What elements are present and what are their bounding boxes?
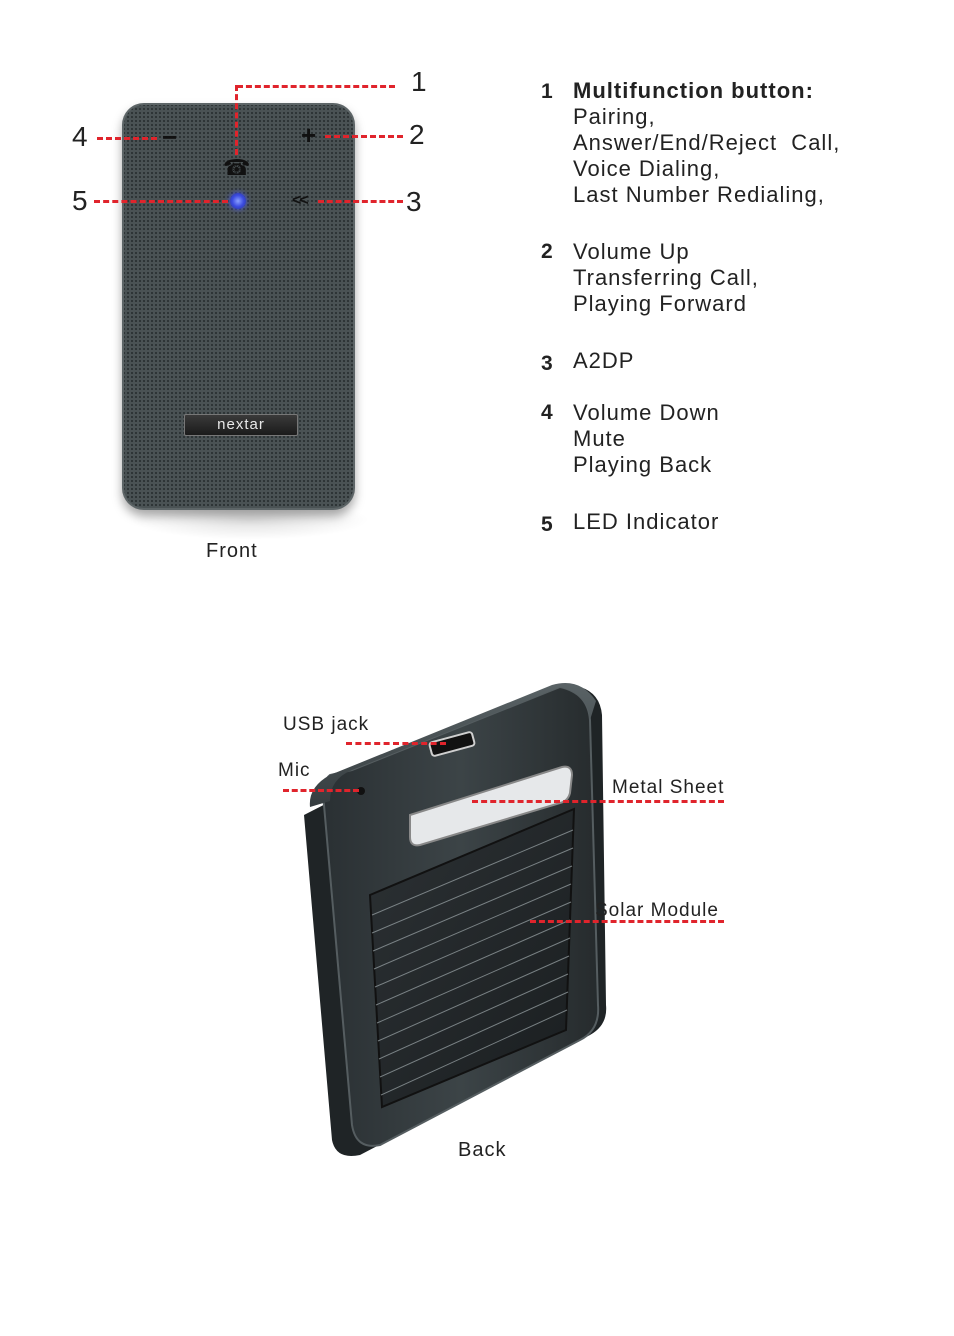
metal-sheet-label: Metal Sheet <box>612 777 725 798</box>
solar-module-label: Solar Module <box>595 900 719 921</box>
legend-line: Pairing, <box>573 104 656 129</box>
legend-line: Playing Forward <box>573 291 747 316</box>
callout-line-2 <box>325 135 403 138</box>
callout-number-2: 2 <box>409 119 425 150</box>
callout-line-5 <box>94 200 228 203</box>
legend-number: 5 <box>541 513 553 536</box>
callout-line-solar <box>530 920 724 923</box>
callout-line-usb <box>346 742 446 745</box>
legend-line: Playing Back <box>573 452 713 477</box>
back-caption: Back <box>458 1139 507 1161</box>
callout-line-1-h <box>237 85 395 88</box>
back-device-image <box>304 683 607 1156</box>
callout-number-1: 1 <box>411 66 427 97</box>
volume-down-glyph: − <box>162 122 178 152</box>
legend-title: Multifunction button: <box>573 78 814 103</box>
callout-number-3: 3 <box>406 186 422 217</box>
legend-item-5: LED Indicator <box>573 509 719 535</box>
legend-number: 3 <box>541 352 553 375</box>
legend-line: Volume Down <box>573 400 720 425</box>
legend-number: 2 <box>541 240 553 263</box>
legend-line: Answer/End/Reject Call, <box>573 130 841 155</box>
legend-line: Last Number Redialing, <box>573 182 825 207</box>
legend-line: A2DP <box>573 348 635 373</box>
mic-label: Mic <box>278 760 311 781</box>
a2dp-back-glyph: << <box>292 192 309 209</box>
callout-line-1-v <box>235 85 238 155</box>
legend-line: LED Indicator <box>573 509 720 534</box>
callout-line-3 <box>318 200 403 203</box>
phone-icon: ☎ <box>223 155 251 180</box>
mic-hole <box>357 787 365 795</box>
usb-jack-port <box>428 731 476 757</box>
legend-number: 4 <box>541 401 553 424</box>
front-caption: Front <box>206 540 258 562</box>
legend-item-2: Volume Up Transferring Call, Playing For… <box>573 239 759 317</box>
usb-jack-label: USB jack <box>283 714 370 735</box>
callout-line-metal <box>472 800 724 803</box>
volume-up-glyph: + <box>301 120 317 150</box>
callout-number-4: 4 <box>72 121 88 152</box>
legend-line: Voice Dialing, <box>573 156 721 181</box>
callout-number-5: 5 <box>72 185 88 216</box>
legend-line: Mute <box>573 426 626 451</box>
led-indicator <box>230 193 246 209</box>
legend-item-1: Multifunction button: Pairing, Answer/En… <box>573 78 840 208</box>
brand-logo: nextar <box>184 414 298 436</box>
legend-number: 1 <box>541 80 553 103</box>
legend-item-4: Volume Down Mute Playing Back <box>573 400 720 478</box>
metal-sheet <box>409 765 574 847</box>
front-device-image <box>122 103 355 510</box>
callout-line-mic <box>283 789 359 792</box>
legend-line: Transferring Call, <box>573 265 759 290</box>
solar-module <box>368 807 576 1109</box>
solar-cell-lines <box>371 829 574 1096</box>
callout-line-4 <box>97 137 157 140</box>
legend-line: Volume Up <box>573 239 690 264</box>
legend-item-3: A2DP <box>573 348 634 374</box>
